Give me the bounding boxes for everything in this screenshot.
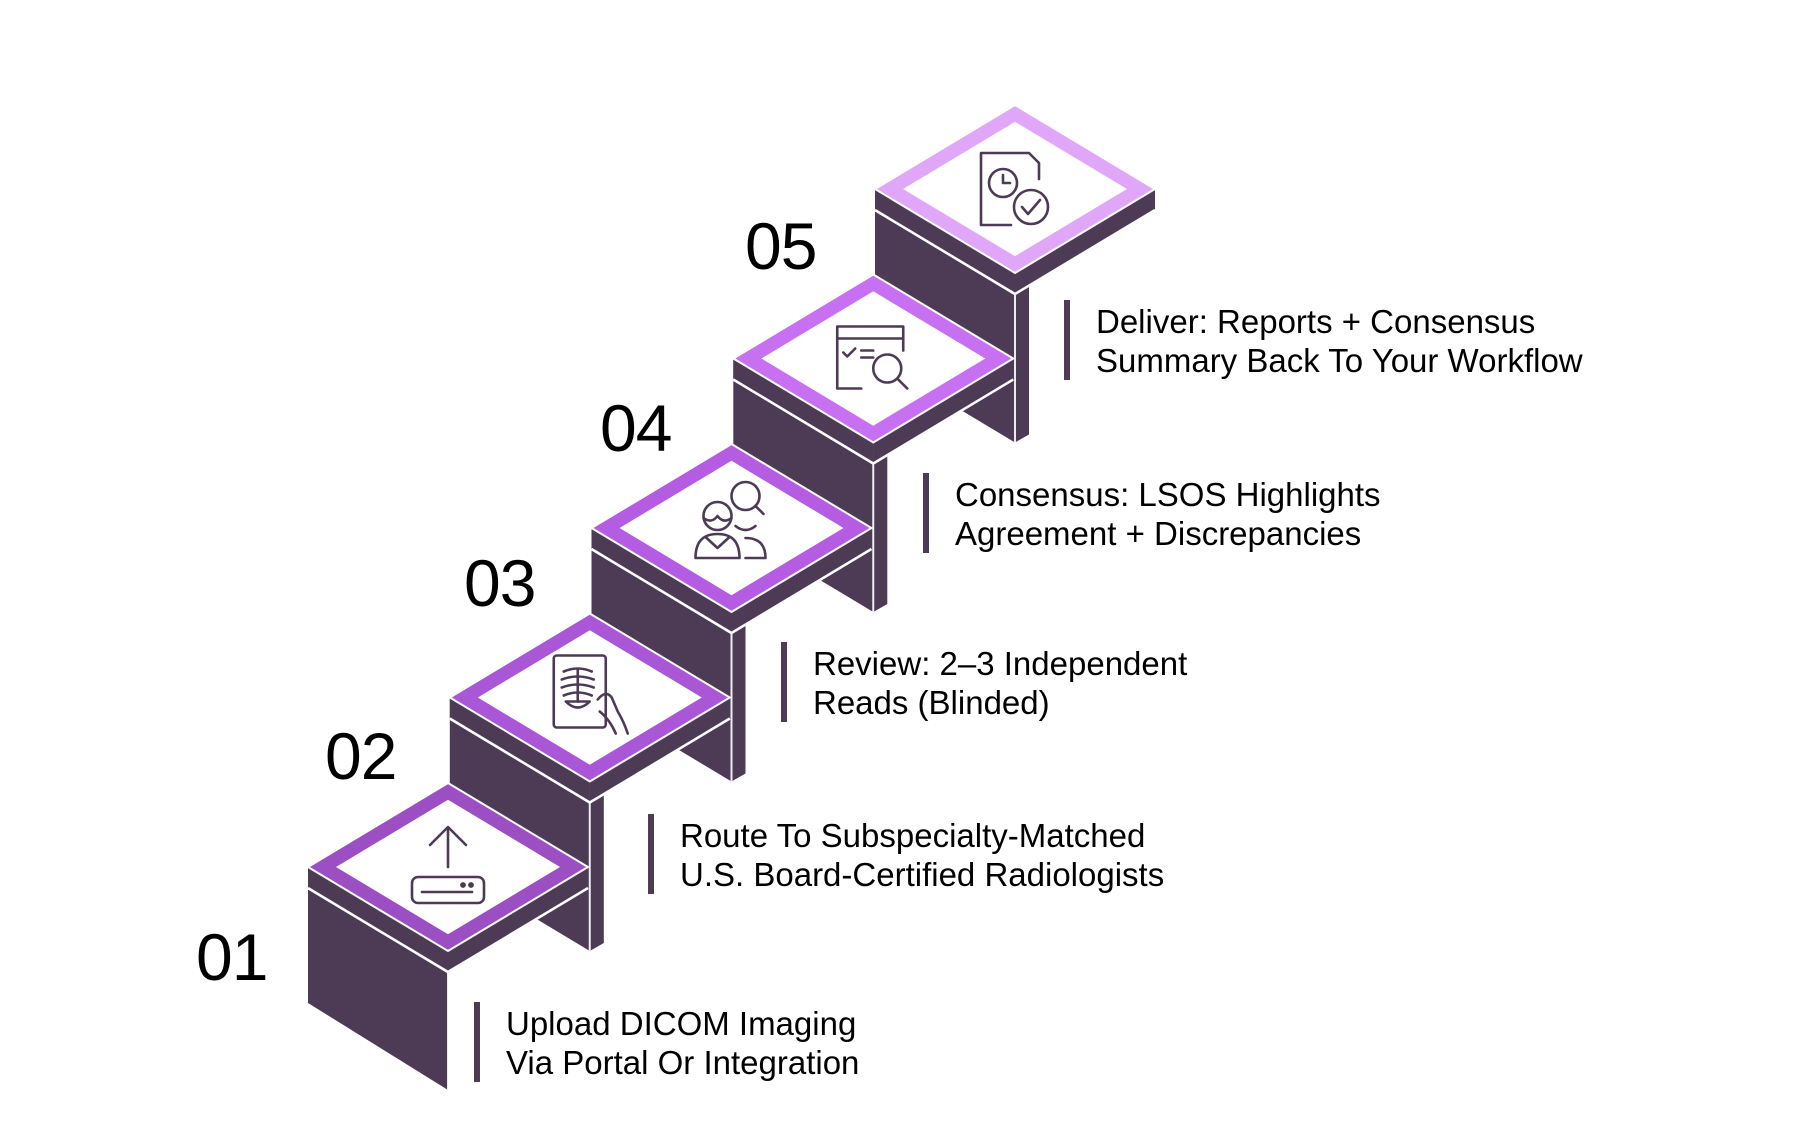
block-right-slab [448, 867, 588, 972]
block-left-slab [308, 867, 448, 972]
block-riser [1015, 265, 1029, 443]
step-description-line: U.S. Board-Certified Radiologists [680, 856, 1165, 893]
staircase-blocks [307, 189, 1156, 1090]
step-description-04: Consensus: LSOS Highlights Agreement + D… [923, 473, 1381, 553]
tile-face [477, 630, 702, 765]
block-seam-line [874, 208, 1156, 296]
block-seam-line [307, 886, 589, 974]
step-block-01 [307, 867, 589, 1090]
block-right-slab [1015, 189, 1155, 294]
block-seam-line [449, 717, 731, 804]
accent-bar [474, 1002, 480, 1082]
step-number-02: 02 [325, 719, 397, 793]
step-description-05: Deliver: Reports + Consensus Summary Bac… [1064, 300, 1583, 380]
checklist-search-icon [835, 325, 909, 390]
accent-bar [648, 814, 654, 894]
step-description-text: Upload DICOM Imaging Via Portal Or Integ… [506, 1002, 859, 1082]
step-number-05: 05 [745, 209, 817, 283]
step-description-line: Route To Subspecialty-Matched [680, 817, 1146, 854]
step-number-03: 03 [464, 546, 536, 620]
block-left-slab [591, 528, 732, 633]
step-description-02: Route To Subspecialty-Matched U.S. Board… [648, 814, 1164, 894]
step-tile-01 [306, 781, 590, 953]
block-seam-line [590, 547, 873, 635]
step-tile-04 [731, 273, 1016, 444]
block-left-slab [875, 189, 1015, 294]
people-search-icon [694, 480, 767, 560]
step-description-line: Upload DICOM Imaging [506, 1005, 857, 1042]
step-number-04: 04 [600, 391, 672, 465]
xray-in-hand-icon [552, 654, 630, 735]
block-seam-line [732, 378, 1014, 465]
tile-face [619, 460, 844, 596]
step-description-line: Via Portal Or Integration [506, 1044, 860, 1081]
step-description-text: Deliver: Reports + Consensus Summary Bac… [1096, 300, 1583, 380]
accent-bar [1064, 300, 1070, 380]
accent-bar [923, 473, 929, 553]
step-description-01: Upload DICOM Imaging Via Portal Or Integ… [474, 1002, 859, 1082]
step-description-line: Deliver: Reports + Consensus [1096, 303, 1536, 340]
step-description-03: Review: 2–3 Independent Reads (Blinded) [781, 642, 1187, 722]
step-tile-05 [873, 103, 1157, 275]
block-left-slab [449, 697, 590, 803]
block-riser [873, 434, 888, 612]
block-right-slab [589, 697, 730, 803]
step-description-line: Reads (Blinded) [813, 684, 1050, 721]
upload-to-server-icon [410, 825, 486, 905]
block-left-face [308, 867, 448, 1090]
block-left-slab [733, 358, 874, 464]
block-right-slab [731, 528, 872, 633]
step-tile-02 [447, 612, 732, 783]
step-description-text: Consensus: LSOS Highlights Agreement + D… [955, 473, 1381, 553]
block-riser [589, 773, 604, 951]
step-description-line: Agreement + Discrepancies [955, 515, 1362, 552]
document-clock-check-icon [979, 151, 1050, 227]
staircase-tiles [306, 103, 1157, 953]
step-description-text: Review: 2–3 Independent Reads (Blinded) [813, 642, 1187, 722]
step-number-01: 01 [196, 920, 268, 994]
accent-bar [781, 642, 787, 722]
step-description-line: Summary Back To Your Workflow [1096, 342, 1583, 379]
block-riser [731, 604, 746, 782]
step-description-line: Consensus: LSOS Highlights [955, 476, 1381, 513]
block-right-slab [873, 358, 1014, 464]
step-tile-03 [589, 442, 874, 614]
step-description-text: Route To Subspecialty-Matched U.S. Board… [680, 814, 1164, 894]
step-description-line: Review: 2–3 Independent [813, 645, 1188, 682]
